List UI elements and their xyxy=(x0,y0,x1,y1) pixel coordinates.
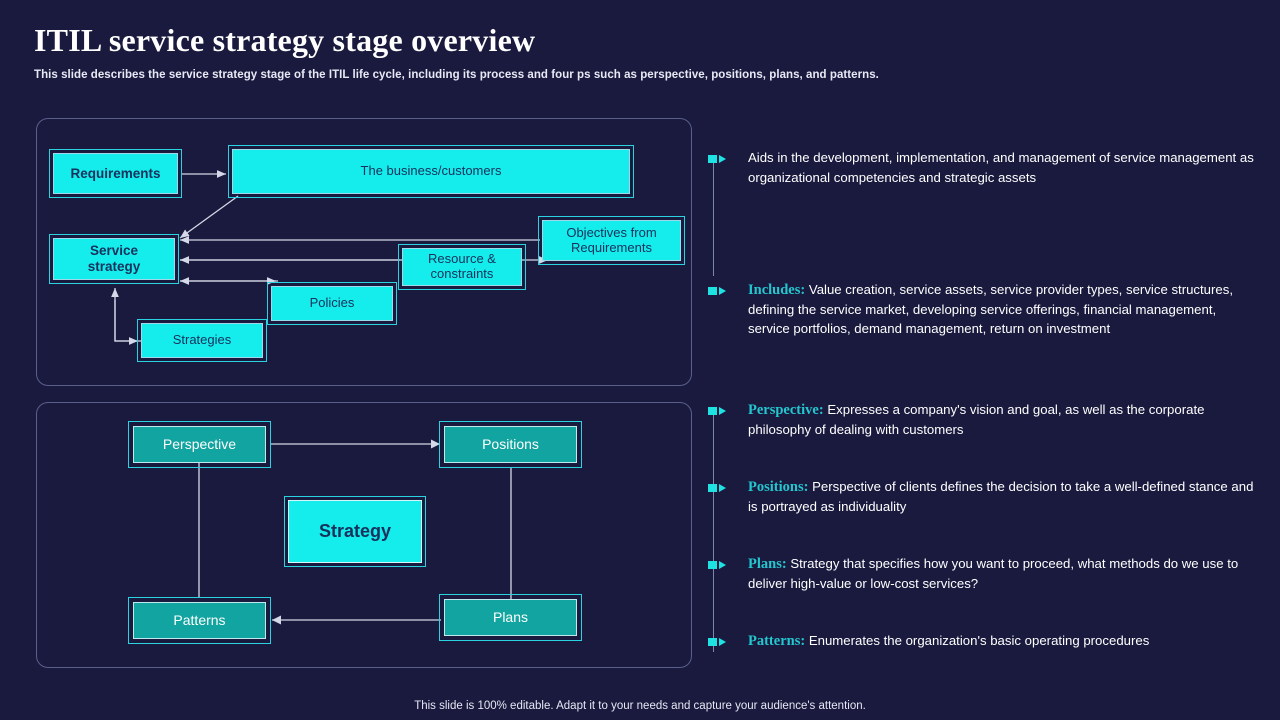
info-item-lead: Plans: xyxy=(748,556,787,572)
info-item-body: Aids in the development, implementation,… xyxy=(748,150,1254,185)
process-node-policies[interactable]: Policies xyxy=(267,282,397,325)
info-item-text: Aids in the development, implementation,… xyxy=(748,148,1256,187)
fourps-node-perspective[interactable]: Perspective xyxy=(128,421,271,468)
bullet-rail-bottom xyxy=(713,414,714,652)
fourps-node-plans[interactable]: Plans xyxy=(439,594,582,641)
info-item-lead: Perspective: xyxy=(748,402,824,418)
bullet-rail-top xyxy=(713,162,714,276)
info-item-text: Includes: Value creation, service assets… xyxy=(748,280,1256,338)
footer-note: This slide is 100% editable. Adapt it to… xyxy=(414,700,866,712)
node-label: Strategies xyxy=(172,332,232,348)
process-diagram-panel xyxy=(36,118,692,386)
node-label: Plans xyxy=(492,609,529,626)
process-node-strategies[interactable]: Strategies xyxy=(137,319,267,362)
info-item-positions[interactable]: Positions: Perspective of clients define… xyxy=(708,477,1256,516)
bullet-marker-icon xyxy=(708,407,726,415)
node-label: Patterns xyxy=(173,612,226,629)
info-item-lead: Includes: xyxy=(748,282,806,298)
info-item-includes[interactable]: Includes: Value creation, service assets… xyxy=(708,280,1256,338)
node-label: Perspective xyxy=(162,436,237,453)
node-label: Objectives from Requirements xyxy=(566,224,657,255)
info-item-text: Positions: Perspective of clients define… xyxy=(748,477,1256,516)
info-list: Aids in the development, implementation,… xyxy=(708,148,1256,338)
info-item-body: Perspective of clients defines the decis… xyxy=(748,479,1254,514)
process-node-business[interactable]: The business/customers xyxy=(228,145,634,198)
info-item-body: Value creation, service assets, service … xyxy=(748,282,1234,336)
info-list-lower: Perspective: Expresses a company's visio… xyxy=(708,400,1256,651)
info-item-lead: Positions: xyxy=(748,479,809,495)
info-item-aids[interactable]: Aids in the development, implementation,… xyxy=(708,148,1256,187)
process-node-requirements[interactable]: Requirements xyxy=(49,149,182,198)
page-subtitle: This slide describes the service strateg… xyxy=(34,69,879,81)
info-item-perspective[interactable]: Perspective: Expresses a company's visio… xyxy=(708,400,1256,439)
process-node-service-strategy[interactable]: Service strategy xyxy=(49,234,179,284)
fourps-diagram-panel xyxy=(36,402,692,668)
info-item-body: Strategy that specifies how you want to … xyxy=(748,556,1239,591)
node-label: Strategy xyxy=(318,521,392,542)
info-item-lead: Patterns: xyxy=(748,633,806,649)
process-node-resource-constraints[interactable]: Resource & constraints xyxy=(398,244,526,290)
node-label: The business/customers xyxy=(360,163,502,179)
node-label: Policies xyxy=(309,295,355,311)
info-item-body: Enumerates the organization's basic oper… xyxy=(805,633,1150,648)
fourps-node-positions[interactable]: Positions xyxy=(439,421,582,468)
info-item-text: Plans: Strategy that specifies how you w… xyxy=(748,554,1256,593)
bullet-marker-icon xyxy=(708,638,726,646)
fourps-node-strategy[interactable]: Strategy xyxy=(284,496,426,567)
node-label: Positions xyxy=(482,436,539,453)
info-item-body: Expresses a company's vision and goal, a… xyxy=(748,402,1205,437)
info-item-plans[interactable]: Plans: Strategy that specifies how you w… xyxy=(708,554,1256,593)
bullet-marker-icon xyxy=(708,484,726,492)
fourps-node-patterns[interactable]: Patterns xyxy=(128,597,271,644)
process-node-objectives[interactable]: Objectives from Requirements xyxy=(538,216,685,265)
node-label: Requirements xyxy=(70,165,161,181)
bullet-marker-icon xyxy=(708,287,726,295)
info-item-text: Perspective: Expresses a company's visio… xyxy=(748,400,1256,439)
page-title: ITIL service strategy stage overview xyxy=(34,22,536,58)
bullet-marker-icon xyxy=(708,155,726,163)
node-label: Service strategy xyxy=(87,243,141,274)
info-item-patterns[interactable]: Patterns: Enumerates the organization's … xyxy=(708,631,1256,651)
bullet-marker-icon xyxy=(708,561,726,569)
info-item-text: Patterns: Enumerates the organization's … xyxy=(748,631,1256,651)
node-label: Resource & constraints xyxy=(428,251,496,281)
